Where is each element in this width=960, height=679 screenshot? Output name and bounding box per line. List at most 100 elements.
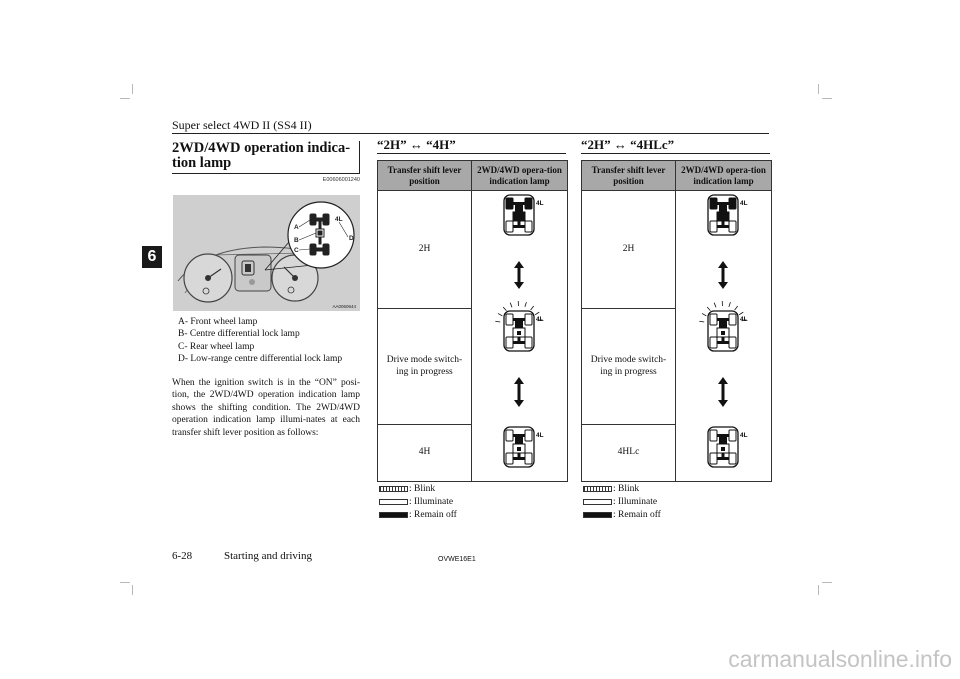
drivetrain-lamp-icon: 4L (699, 300, 748, 352)
chapter-tab[interactable]: 6 (142, 246, 162, 268)
rear-wheel-lamp (709, 220, 718, 233)
body-paragraph: When the ignition switch is in the “ON” … (172, 378, 360, 438)
double-arrow-icon (514, 261, 524, 289)
blink-ray (502, 306, 507, 312)
front-wheel-lamp (505, 429, 514, 442)
off-swatch (583, 512, 612, 518)
blink-ray (701, 313, 707, 317)
blink-swatch (379, 486, 408, 492)
figure-callout-c: C (294, 247, 299, 254)
table-row-position: Drive mode switch-ing in progress (377, 308, 472, 425)
footer-code: OVWE16E1 (438, 556, 476, 563)
rear-wheel-lamp (709, 336, 718, 349)
rear-wheel-lamp (505, 220, 514, 233)
rear-wheel-lamp (505, 336, 514, 349)
illuminate-swatch (583, 499, 612, 505)
crop-mark (120, 582, 130, 583)
table-row-position: Drive mode switch-ing in progress (581, 308, 676, 425)
rear-wheel-lamp (524, 336, 533, 349)
double-arrow-icon (718, 261, 728, 289)
table-row-position: 2H (377, 190, 472, 309)
illuminate-swatch (379, 499, 408, 505)
lamp-diagram-svg: 4L 4L 4L (495, 194, 544, 468)
figure-callout-b: B (294, 237, 299, 244)
page-number: 6-28 (172, 550, 193, 562)
crop-mark (132, 585, 133, 595)
legend-item-b: B- Centre differential lock lamp (178, 329, 300, 340)
crop-mark (132, 84, 133, 94)
section-title: 2WD/4WD operation indica-tion lamp (172, 140, 351, 171)
table-header-position: Transfer shift lever position (581, 160, 676, 191)
front-wheel-lamp (505, 197, 514, 210)
drivetrain-lamp-icon: 4L (503, 194, 544, 236)
legend-item-d: D- Low-range centre differential lock la… (178, 353, 343, 364)
section-title-rule (172, 173, 360, 174)
figure-legend: A- Front wheel lamp B- Centre differenti… (178, 316, 342, 365)
crop-mark (818, 84, 819, 94)
table-heading-rule (581, 153, 770, 154)
drivetrain-lamp-icon: 4L (495, 300, 544, 352)
front-wheel-lamp (524, 313, 533, 326)
double-arrow-icon (718, 377, 728, 407)
rear-wheel-lamp (524, 452, 533, 465)
table-header-lamp: 2WD/4WD opera-tion indication lamp (471, 160, 568, 191)
blink-ray (524, 302, 527, 308)
rear-wheel-lamp (728, 220, 737, 233)
blink-ray (734, 305, 739, 311)
drivetrain-lamp-icon: 4L (707, 194, 748, 236)
blink-ray (699, 320, 705, 323)
blink-ray (741, 319, 747, 322)
low-range-badge: 4L (740, 316, 748, 323)
watermark: carmanualsonline.info (728, 646, 952, 672)
lamp-table-2h-4hlc: Transfer shift lever position 2WD/4WD op… (581, 160, 772, 482)
lamp-diagram-svg: 4L 4L 4L (699, 194, 748, 468)
front-wheel-lamp (524, 197, 533, 210)
table-heading-rule (377, 153, 566, 154)
rear-wheel-lamp (709, 452, 718, 465)
blink-ray (497, 313, 503, 317)
table-header-position: Transfer shift lever position (377, 160, 472, 191)
blink-swatch (583, 486, 612, 492)
instrument-cluster-illustration: A B C D 4L (173, 195, 360, 311)
blink-ray (728, 302, 731, 308)
rear-wheel-lamp (505, 452, 514, 465)
front-wheel-lamp (728, 197, 737, 210)
legend-item-a: A- Front wheel lamp (178, 317, 258, 327)
front-wheel-lamp (709, 313, 718, 326)
lamp-diagrams-2h-4hlc: 4L 4L 4L (675, 191, 771, 481)
low-range-badge: 4L (536, 200, 544, 207)
blink-ray (706, 306, 711, 312)
low-range-badge: 4L (536, 432, 544, 439)
table-row-position: 2H (581, 190, 676, 309)
front-wheel-lamp (709, 429, 718, 442)
table-header-lamp: 2WD/4WD opera-tion indication lamp (675, 160, 772, 191)
front-wheel-lamp (505, 313, 514, 326)
blink-ray (534, 311, 540, 316)
rear-wheel-lamp (728, 336, 737, 349)
drivetrain-lamp-icon: 4L (503, 426, 544, 468)
lamp-table-2h-4h: Transfer shift lever position 2WD/4WD op… (377, 160, 568, 482)
figure-badge: 4L (335, 216, 343, 223)
instrument-cluster-figure: A B C D 4L AA0060644 (173, 195, 360, 311)
legend-item-c: C- Rear wheel lamp (178, 341, 255, 352)
blink-ray (537, 319, 543, 322)
figure-code: AA0060644 (332, 304, 356, 309)
front-wheel-lamp (524, 429, 533, 442)
lamp-diagrams-2h-4h: 4L 4L 4L (471, 191, 567, 481)
crop-mark (822, 582, 832, 583)
table-heading-2h-4h: “2H” ↔ “4H” (377, 137, 456, 152)
figure-callout-d: D (349, 235, 354, 242)
front-wheel-lamp (728, 429, 737, 442)
table-row-position: 4H (377, 424, 472, 482)
table-heading-2h-4hlc: “2H” ↔ “4HLc” (581, 137, 675, 152)
page-header-title: Super select 4WD II (SS4 II) (172, 118, 312, 132)
crop-mark (120, 98, 130, 99)
front-wheel-lamp (709, 197, 718, 210)
drivetrain-lamp-icon: 4L (707, 426, 748, 468)
crop-mark (818, 585, 819, 595)
section-title-rule-vertical (359, 141, 360, 174)
low-range-badge: 4L (740, 432, 748, 439)
front-wheel-lamp (728, 313, 737, 326)
header-rule (172, 133, 769, 134)
double-arrow-icon (514, 377, 524, 407)
